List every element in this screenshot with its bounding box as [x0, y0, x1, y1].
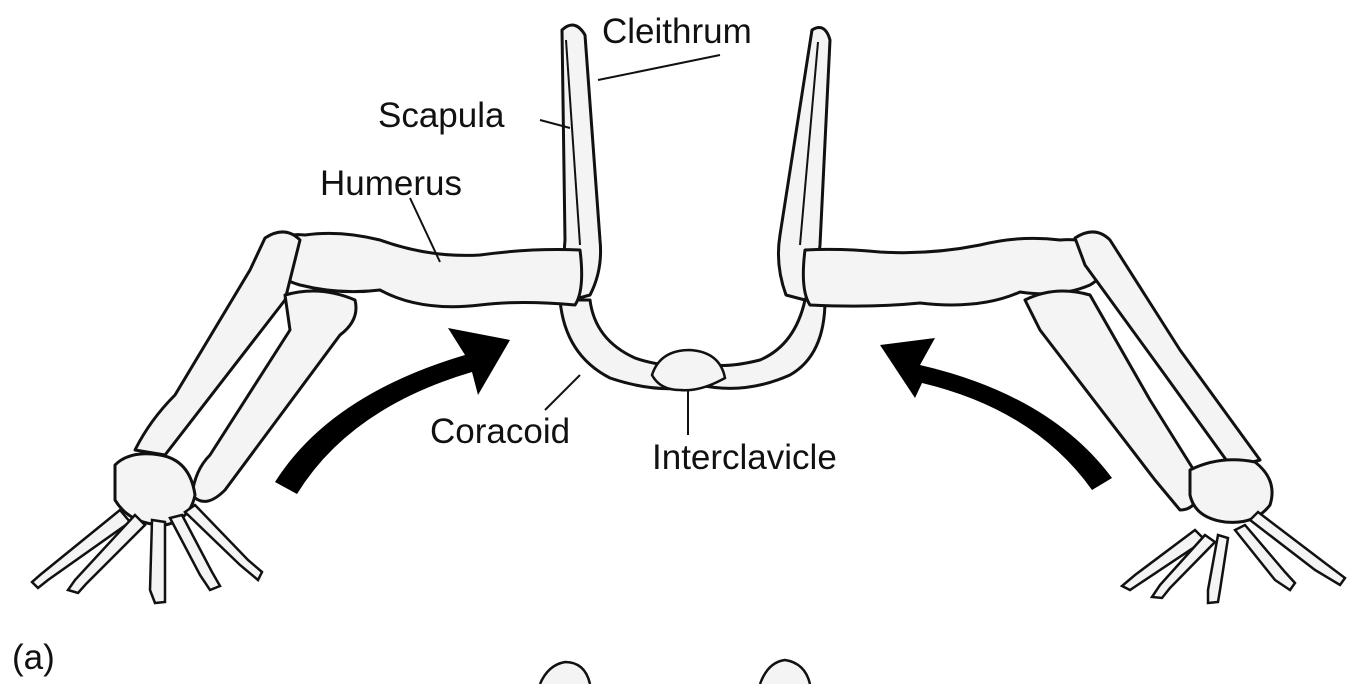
left-ulna-bone	[192, 291, 356, 501]
cleithrum-label: Cleithrum	[602, 14, 752, 49]
panel-label: (a)	[12, 640, 55, 675]
lower-panel-bone-left	[540, 662, 590, 684]
scapula-label: Scapula	[378, 98, 504, 133]
humerus-label: Humerus	[320, 166, 462, 201]
interclavicle-bone	[652, 350, 725, 390]
coracoid-leader	[545, 375, 580, 410]
right-ulna-bone	[1025, 291, 1200, 510]
cleithrum-leader	[598, 55, 720, 80]
right-limb	[803, 232, 1345, 603]
interclavicle-label: Interclavicle	[652, 440, 837, 475]
coracoid-label: Coracoid	[430, 414, 570, 449]
right-digits	[1122, 512, 1345, 603]
lower-panel-bone-right	[760, 660, 810, 684]
